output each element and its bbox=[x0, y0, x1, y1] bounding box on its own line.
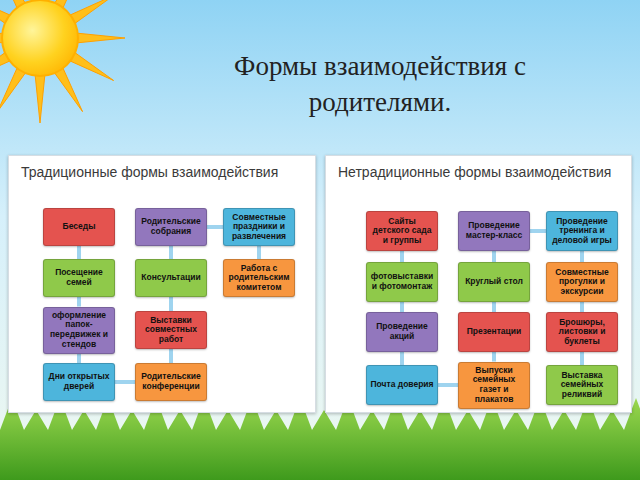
connector bbox=[400, 302, 404, 312]
box-label: Выставка семейных реликвий bbox=[550, 371, 614, 400]
box-label: Презентации bbox=[462, 327, 526, 337]
form-box: Проведение мастер-класс bbox=[458, 211, 530, 251]
box-label: Брошюры, листовки и буклеты bbox=[550, 318, 614, 347]
box-label: Проведение мастер-класс bbox=[462, 221, 526, 240]
title-text: Формы взаимодействия с родителями. bbox=[234, 51, 526, 117]
form-box: Родительские конференции bbox=[135, 363, 207, 401]
form-box: Беседы bbox=[43, 208, 115, 246]
form-box: фотовыставки и фотомонтаж bbox=[366, 262, 438, 302]
form-box: Выставки совместных работ bbox=[135, 311, 207, 349]
connector bbox=[400, 352, 404, 365]
box-label: фотовыставки и фотомонтаж bbox=[370, 272, 434, 291]
box-label: Посещение семей bbox=[47, 268, 111, 287]
panel-heading: Нетрадиционные формы взаимодействия bbox=[326, 156, 631, 181]
connector bbox=[580, 251, 584, 262]
form-box: Консультации bbox=[135, 259, 207, 297]
box-label: Выпуски семейных газет и плакатов bbox=[462, 366, 526, 404]
form-box: Проведение тренинга и деловой игры bbox=[546, 211, 618, 251]
connector bbox=[77, 246, 81, 259]
connector bbox=[169, 349, 173, 363]
form-box: оформление папок-передвижек и стендов bbox=[43, 307, 115, 354]
connector bbox=[77, 354, 81, 364]
group-panel: Нетрадиционные формы взаимодействияСайты… bbox=[325, 155, 632, 413]
form-box: Презентации bbox=[458, 312, 530, 352]
box-label: Проведение акций bbox=[370, 322, 434, 341]
connector bbox=[580, 302, 584, 312]
box-label: Сайты детского сада и группы bbox=[370, 217, 434, 246]
connector bbox=[169, 297, 173, 311]
connector bbox=[169, 246, 173, 259]
box-label: Родительские конференции bbox=[139, 372, 203, 391]
box-label: Консультации bbox=[139, 273, 203, 283]
connector bbox=[492, 251, 496, 262]
panel-heading: Традиционные формы взаимодействия bbox=[9, 156, 315, 181]
form-box: Дни открытых дверей bbox=[43, 363, 115, 401]
box-label: Почта доверия bbox=[370, 380, 434, 390]
connector bbox=[438, 383, 458, 387]
box-label: Выставки совместных работ bbox=[139, 316, 203, 345]
form-box: Сайты детского сада и группы bbox=[366, 211, 438, 251]
form-box: Совместные праздники и развлечения bbox=[223, 208, 295, 246]
form-box: Круглый стол bbox=[458, 262, 530, 302]
box-label: Проведение тренинга и деловой игры bbox=[550, 217, 614, 246]
connector bbox=[580, 352, 584, 365]
form-box: Родительские собрания bbox=[135, 208, 207, 246]
sun bbox=[2, 0, 78, 76]
connector bbox=[77, 297, 81, 307]
connector bbox=[492, 302, 496, 312]
connector bbox=[257, 246, 261, 259]
form-box: Работа с родительским комитетом bbox=[223, 259, 295, 297]
form-box: Почта доверия bbox=[366, 365, 438, 405]
sun-rays bbox=[0, 0, 125, 123]
box-label: Родительские собрания bbox=[139, 217, 203, 236]
box-label: Круглый стол bbox=[462, 277, 526, 287]
box-label: Совместные прогулки и экскурсии bbox=[550, 268, 614, 297]
connector bbox=[492, 352, 496, 362]
form-box: Совместные прогулки и экскурсии bbox=[546, 262, 618, 302]
form-box: Выставка семейных реликвий bbox=[546, 365, 618, 405]
form-box: Выпуски семейных газет и плакатов bbox=[458, 362, 530, 409]
form-box: Проведение акций bbox=[366, 312, 438, 352]
box-label: Беседы bbox=[47, 222, 111, 232]
connector bbox=[400, 251, 404, 262]
connector bbox=[207, 225, 223, 229]
box-label: Работа с родительским комитетом bbox=[227, 264, 291, 293]
box-label: оформление папок-передвижек и стендов bbox=[47, 311, 111, 349]
connector bbox=[530, 229, 546, 233]
group-panel: Традиционные формы взаимодействияБеседыР… bbox=[8, 155, 316, 413]
box-label: Совместные праздники и развлечения bbox=[227, 213, 291, 242]
slide-title: Формы взаимодействия с родителями. bbox=[180, 48, 580, 120]
connector bbox=[115, 380, 135, 384]
form-box: Брошюры, листовки и буклеты bbox=[546, 312, 618, 352]
box-label: Дни открытых дверей bbox=[47, 372, 111, 391]
form-box: Посещение семей bbox=[43, 259, 115, 297]
